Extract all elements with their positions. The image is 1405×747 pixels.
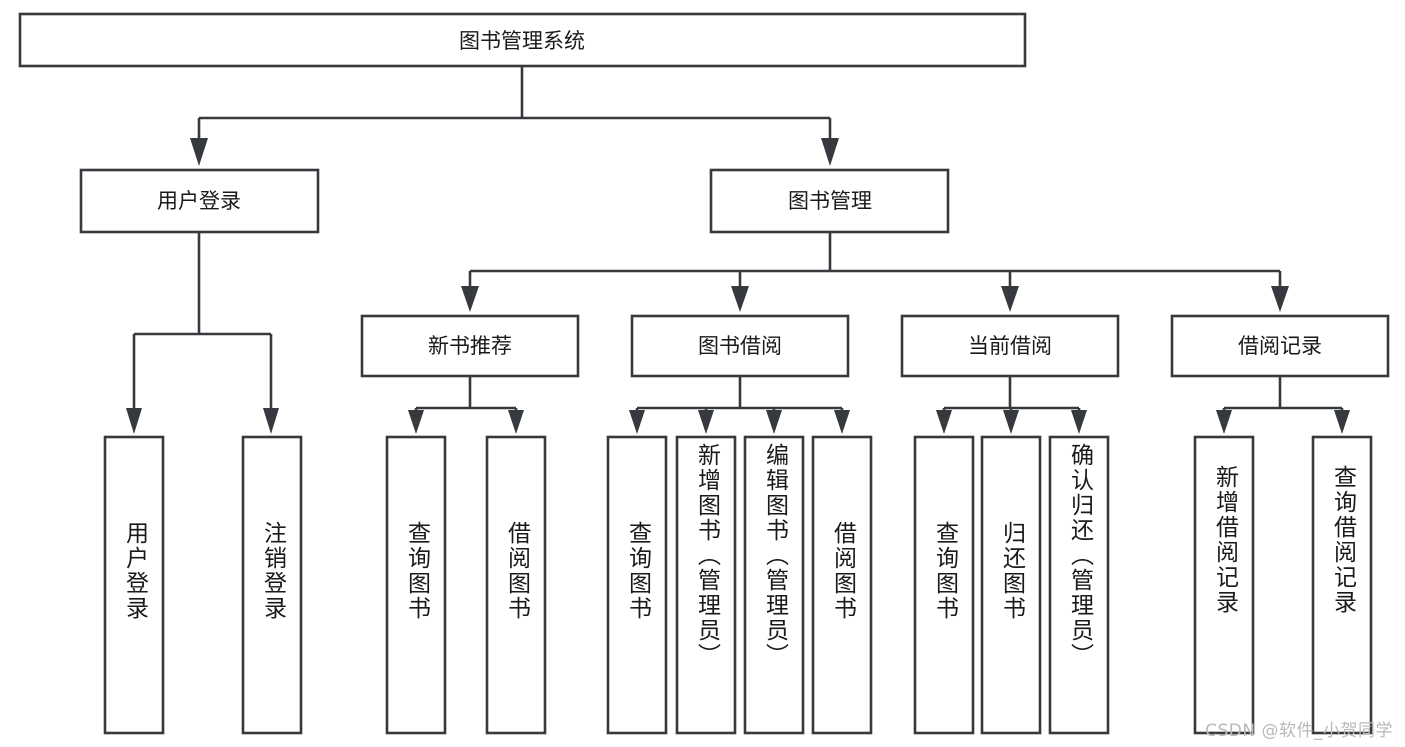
leaf-box-borrow-book-1[interactable]: [485, 435, 547, 735]
arrow-head-leaf-add-book: [698, 410, 714, 434]
node-new-book-recommend[interactable]: 新书推荐: [360, 314, 580, 378]
arrow-head-current-borrow: [1001, 286, 1019, 312]
leaf-box-edit-book[interactable]: [743, 435, 805, 735]
node-new-book-recommend-box[interactable]: [360, 314, 580, 378]
node-current-borrow-label: 当前借阅: [968, 334, 1052, 358]
arrow-head-leaf-query-record: [1334, 410, 1350, 434]
node-current-borrow[interactable]: 当前借阅: [900, 314, 1120, 378]
connector-group-book-management: [461, 232, 1289, 312]
node-book-management-label: 图书管理: [788, 189, 872, 213]
arrow-head-leaf-borrow-book-1: [508, 410, 524, 434]
leaf-boxes: [103, 435, 1373, 735]
node-user-login-label: 用户登录: [157, 189, 241, 213]
node-borrow-record-label: 借阅记录: [1238, 334, 1322, 358]
node-user-login-box[interactable]: [79, 168, 320, 234]
leaf-box-add-book[interactable]: [675, 435, 737, 735]
node-current-borrow-box[interactable]: [900, 314, 1120, 378]
connector-group-user-login: [126, 232, 279, 434]
arrow-head-leaf-query-book-1: [408, 410, 424, 434]
arrow-head-new-book-recommend: [461, 286, 479, 312]
node-user-login[interactable]: 用户登录: [79, 168, 320, 234]
node-book-management[interactable]: 图书管理: [709, 168, 950, 234]
leaf-box-logout-login[interactable]: [241, 435, 303, 735]
arrow-head-leaf-add-record: [1216, 410, 1232, 434]
leaf-box-user-login[interactable]: [103, 435, 165, 735]
connector-group-book-borrow: [629, 376, 850, 434]
leaf-box-query-book-2[interactable]: [606, 435, 668, 735]
arrow-head-book-management: [821, 138, 839, 166]
arrow-head-leaf-query-book-3: [936, 410, 952, 434]
connector-group-root: [190, 66, 839, 166]
node-book-borrow-label: 图书借阅: [698, 334, 782, 358]
leaf-box-return-book[interactable]: [980, 435, 1042, 735]
connector-group-new-book-recommend: [408, 376, 524, 434]
leaf-box-borrow-book-2[interactable]: [811, 435, 873, 735]
arrow-head-leaf-user-login: [126, 408, 142, 434]
leaf-box-confirm-return[interactable]: [1048, 435, 1110, 735]
arrow-head-user-login: [190, 138, 208, 166]
leaf-box-query-book-1[interactable]: [385, 435, 447, 735]
arrow-head-book-borrow: [731, 286, 749, 312]
arrow-head-leaf-query-book-2: [629, 410, 645, 434]
arrow-head-leaf-edit-book: [766, 410, 782, 434]
node-new-book-recommend-label: 新书推荐: [428, 334, 512, 358]
node-book-borrow[interactable]: 图书借阅: [630, 314, 850, 378]
leaf-box-add-record[interactable]: [1193, 435, 1255, 735]
node-borrow-record[interactable]: 借阅记录: [1170, 314, 1390, 378]
arrow-head-borrow-record: [1271, 286, 1289, 312]
connector-group-current-borrow: [936, 376, 1087, 434]
arrow-head-leaf-confirm-return: [1071, 410, 1087, 434]
leaf-box-query-record[interactable]: [1311, 435, 1373, 735]
node-book-borrow-box[interactable]: [630, 314, 850, 378]
arrow-head-leaf-borrow-book-2: [834, 410, 850, 434]
node-book-management-box[interactable]: [709, 168, 950, 234]
node-borrow-record-box[interactable]: [1170, 314, 1390, 378]
node-title[interactable]: 图书管理系统: [18, 12, 1027, 68]
leaf-box-query-book-3[interactable]: [913, 435, 975, 735]
watermark-text: CSDN @软件_小贺同学: [1205, 721, 1393, 741]
arrow-head-leaf-return-book: [1003, 410, 1019, 434]
connector-group-borrow-record: [1216, 376, 1350, 434]
node-title-box[interactable]: [18, 12, 1027, 68]
node-title-label: 图书管理系统: [459, 29, 585, 53]
arrow-head-leaf-logout-login: [263, 408, 279, 434]
